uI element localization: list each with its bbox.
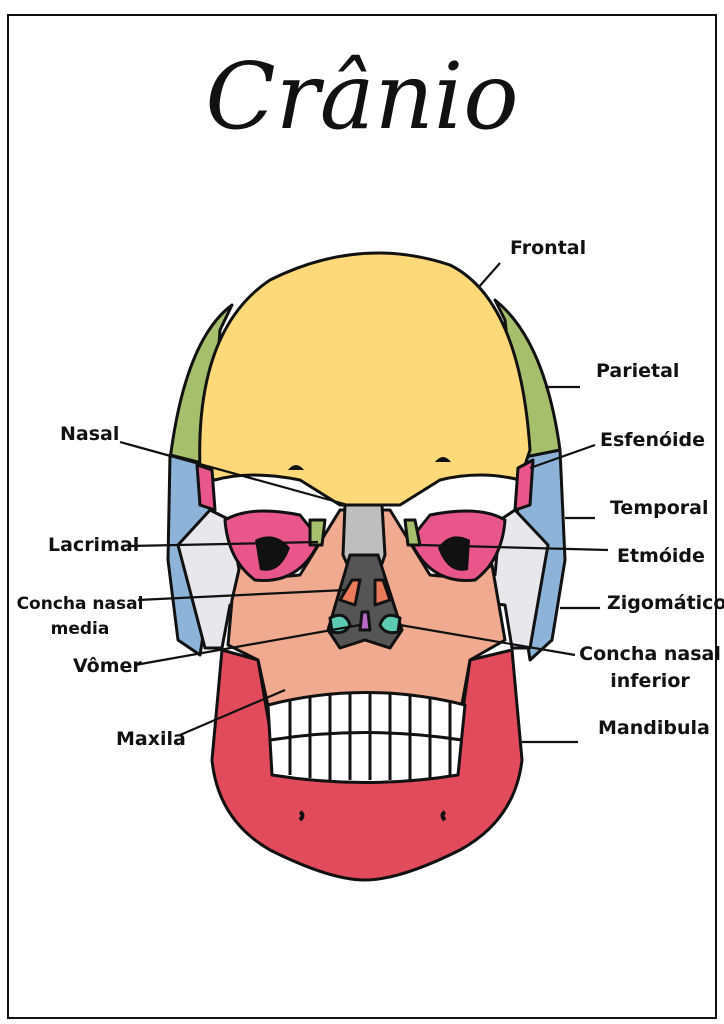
teeth [266,691,467,784]
middle-nasal-concha [338,578,392,607]
label-concha-inferior-line1: Concha nasal [579,643,721,665]
orbit-shadows [255,536,470,571]
title: Crânio [205,43,518,150]
frontal-bone [198,251,532,507]
label-vomer: Vômer [73,655,142,677]
label-concha-media-line1: Concha nasal [17,594,144,614]
ethmoid-bone [403,518,422,547]
label-nasal: Nasal [60,423,119,445]
vomer-bone [358,610,372,632]
label-mandibula: Mandibula [598,717,710,739]
mental-foramina [298,810,447,822]
label-lacrimal: Lacrimal [48,534,139,556]
label-esfenoide: Esfenóide [600,429,705,451]
lacrimal-bone [308,518,327,547]
page-border [7,14,717,1019]
label-maxila: Maxila [116,728,186,750]
leader-lines [119,262,609,744]
label-zigomatico: Zigomático [607,592,724,614]
label-concha-media-line2: media [51,619,110,639]
label-temporal: Temporal [610,497,708,519]
label-concha-inferior-line2: inferior [610,670,690,692]
label-etmoide: Etmóide [617,545,705,567]
label-parietal: Parietal [596,360,679,382]
label-frontal: Frontal [510,237,586,259]
